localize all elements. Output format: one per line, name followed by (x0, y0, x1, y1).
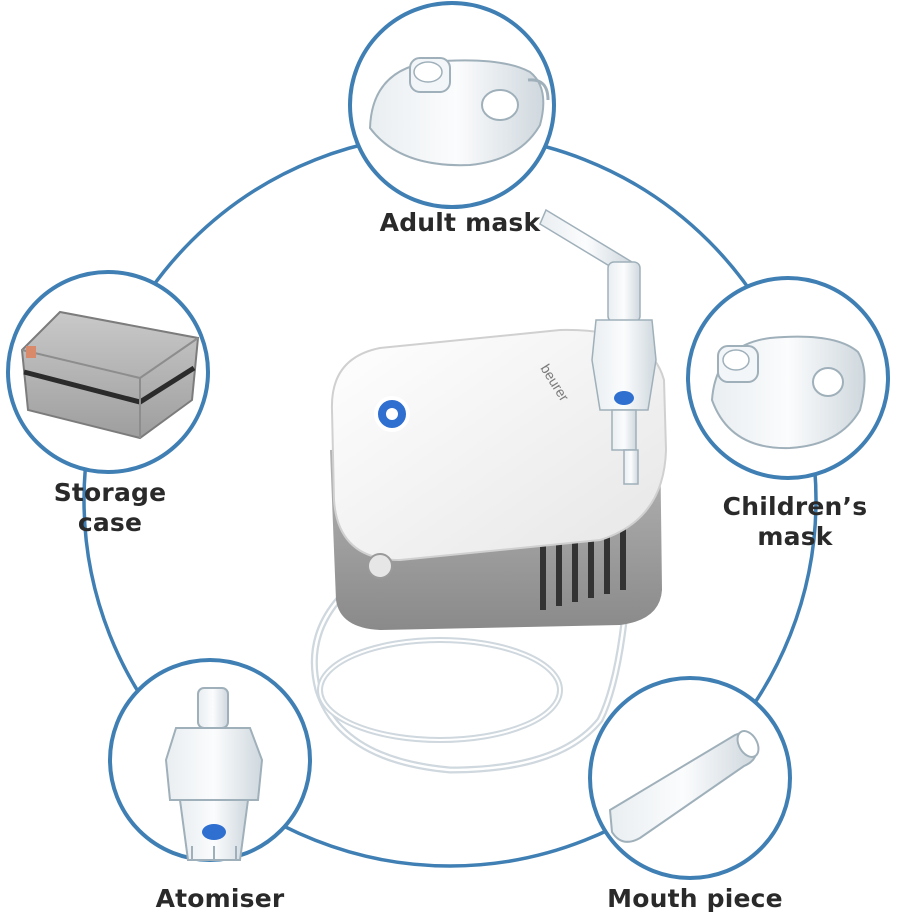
atomiser-image (164, 687, 264, 861)
childrens-mask-badge (686, 276, 890, 480)
storage-case-badge (6, 270, 210, 474)
adult-mask-badge (348, 1, 556, 209)
adult-mask-image (368, 57, 550, 167)
air-vents (540, 520, 626, 610)
mounted-atomiser (539, 208, 657, 485)
storage-case-label: Storage case (53, 478, 167, 537)
atomiser-label: Atomiser (155, 884, 285, 913)
adult-mask-label: Adult mask (379, 208, 541, 237)
mouth-piece-image (608, 730, 760, 843)
atomiser-badge (108, 658, 312, 862)
nebulizer-device: beurer (310, 208, 668, 774)
storage-case-image (20, 310, 200, 440)
mouth-piece-label: Mouth piece (607, 884, 783, 913)
childrens-mask-label: Children’s mask (722, 492, 868, 551)
mouth-piece-badge (588, 676, 792, 880)
childrens-mask-image (710, 335, 866, 450)
